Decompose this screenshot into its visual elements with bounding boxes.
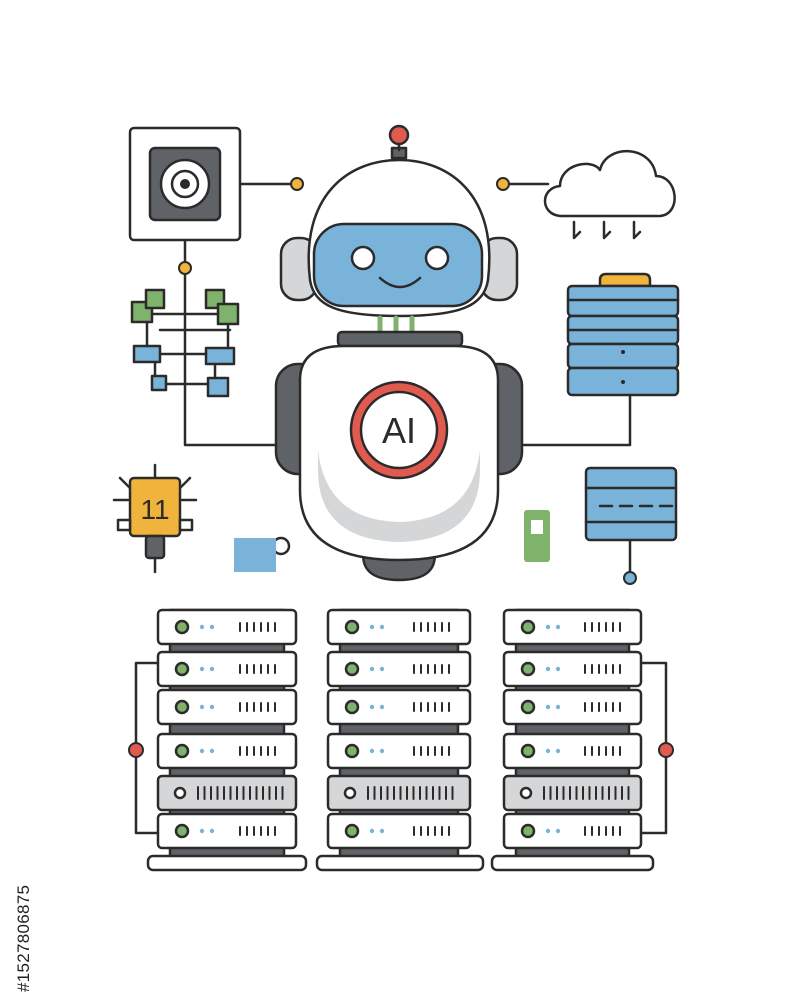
server-unit (156, 774, 298, 812)
server-racks (146, 608, 655, 872)
server-icon (584, 466, 678, 542)
chip-icon: 11 (112, 463, 198, 574)
server-unit (326, 608, 472, 646)
server-unit (502, 608, 643, 646)
stock-id-watermark: #1527806875 (10, 756, 36, 996)
ai-badge-label: AI (382, 410, 416, 451)
database-icon (566, 272, 680, 397)
server-unit (156, 732, 298, 770)
robot-antenna (388, 124, 410, 160)
server-unit (502, 688, 643, 726)
server-rack-icon (146, 608, 308, 872)
mug-icon (234, 536, 291, 572)
server-unit (502, 650, 643, 688)
server-unit (326, 688, 472, 726)
robot-visor (312, 222, 484, 308)
server-unit (156, 650, 298, 688)
chip-glyph: 11 (140, 494, 169, 525)
cloud-icon (543, 149, 676, 240)
robot-neck (336, 315, 464, 348)
server-unit (326, 812, 472, 850)
server-unit (156, 608, 298, 646)
usb-icon (524, 510, 550, 562)
server-rack-icon (490, 608, 655, 872)
camera-icon (128, 126, 242, 242)
server-unit (502, 732, 643, 770)
server-unit (156, 688, 298, 726)
server-unit (502, 812, 643, 850)
robot: AI (274, 124, 524, 582)
server-unit (326, 774, 472, 812)
server-rack-icon (315, 608, 485, 872)
stock-id-label: #1527806875 (14, 884, 33, 992)
connector-dots (128, 177, 674, 758)
ai-badge: AI (349, 380, 449, 480)
server-unit (326, 732, 472, 770)
flowchart-icon (130, 288, 240, 398)
server-unit (326, 650, 472, 688)
server-unit (156, 812, 298, 850)
server-unit (502, 774, 643, 812)
